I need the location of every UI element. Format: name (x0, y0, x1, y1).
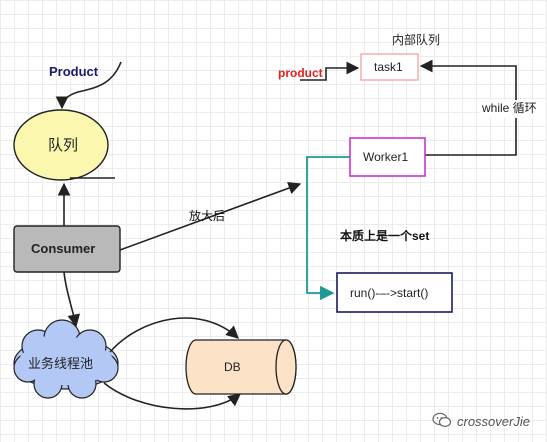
product-top-label: Product (49, 64, 99, 79)
pool-to-db-arrow-bottom (103, 382, 242, 410)
pool-to-db-arrow-top (109, 317, 239, 353)
worker-to-run-arrow (306, 156, 350, 301)
while-loop-label: while 循环 (482, 101, 537, 115)
watermark-text: crossoverJie (457, 414, 530, 429)
db-node (185, 339, 297, 395)
watermark: crossoverJie (432, 412, 530, 431)
thread-pool-cloud (13, 319, 119, 399)
internal-queue-label: 内部队列 (392, 33, 441, 47)
product-small-label: product (278, 66, 323, 80)
essence-set-label: 本质上是一个set (340, 229, 430, 243)
enlarge-arrow (119, 181, 302, 251)
worker1-node (349, 137, 426, 177)
task1-label: task1 (374, 60, 403, 74)
worker1-label: Worker1 (363, 150, 409, 164)
wechat-icon (432, 412, 452, 431)
thread-pool-label: 业务线程池 (28, 356, 94, 371)
queue-node (13, 109, 109, 181)
enlarge-label: 放大后 (189, 209, 226, 223)
product-to-queue-arrow (55, 61, 122, 110)
product-to-task-arrow (300, 61, 360, 81)
consumer-node (13, 225, 121, 273)
run-start-node (336, 272, 453, 313)
queue-label: 队列 (48, 137, 79, 154)
consumer-label: Consumer (31, 241, 96, 256)
run-start-label: run()-–->start() (350, 286, 429, 300)
while-label-bg (480, 100, 546, 118)
db-label: DB (224, 360, 241, 374)
consumer-to-pool-arrow (63, 271, 81, 328)
task1-node (360, 53, 419, 81)
